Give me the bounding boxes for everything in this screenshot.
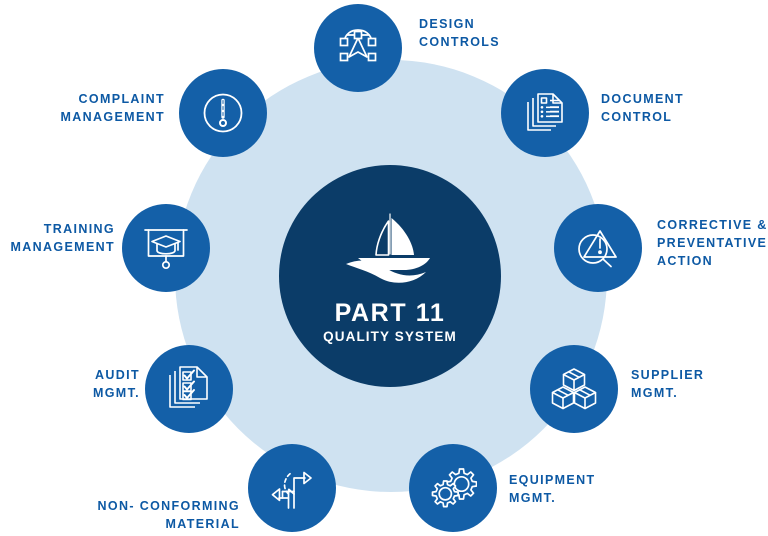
label-non-conforming: NON- CONFORMING MATERIAL [97, 499, 240, 532]
node-document-control[interactable] [501, 69, 589, 157]
checklist-icon [169, 366, 208, 408]
node-design-controls[interactable] [314, 4, 402, 92]
branching-arrows-icon [271, 471, 312, 509]
label-corrective-action: CORRECTIVE & PREVENTATIVE ACTION [657, 218, 768, 269]
label-document-control: DOCUMENT CONTROL [601, 92, 685, 125]
center-hub: PART 11 QUALITY SYSTEM [279, 165, 501, 387]
documents-icon [527, 93, 563, 131]
label-supplier-mgmt: SUPPLIER MGMT. [631, 368, 705, 401]
node-supplier-mgmt[interactable] [530, 345, 618, 433]
node-equipment-mgmt[interactable] [409, 444, 497, 532]
node-non-conforming[interactable] [248, 444, 336, 532]
node-training-mgmt[interactable] [122, 204, 210, 292]
presentation-cap-icon [144, 229, 188, 270]
node-corrective-action[interactable] [554, 204, 642, 292]
vector-path-icon [339, 29, 377, 62]
warning-search-icon [578, 230, 617, 268]
gears-icon [431, 468, 477, 508]
label-training-mgmt: TRAINING MANAGEMENT [10, 222, 115, 255]
label-complaint-mgmt: COMPLAINT MANAGEMENT [60, 92, 165, 125]
boxes-icon [551, 368, 597, 410]
sailboat-icon [346, 213, 430, 283]
node-complaint-mgmt[interactable] [179, 69, 267, 157]
label-design-controls: DESIGN CONTROLS [419, 17, 500, 50]
exclamation-circle-icon [203, 93, 243, 133]
node-audit-mgmt[interactable] [145, 345, 233, 433]
center-title: PART 11 [334, 298, 446, 327]
label-equipment-mgmt: EQUIPMENT MGMT. [509, 473, 596, 506]
center-subtitle: QUALITY SYSTEM [323, 329, 457, 345]
label-audit-mgmt: AUDIT MGMT. [92, 368, 140, 401]
